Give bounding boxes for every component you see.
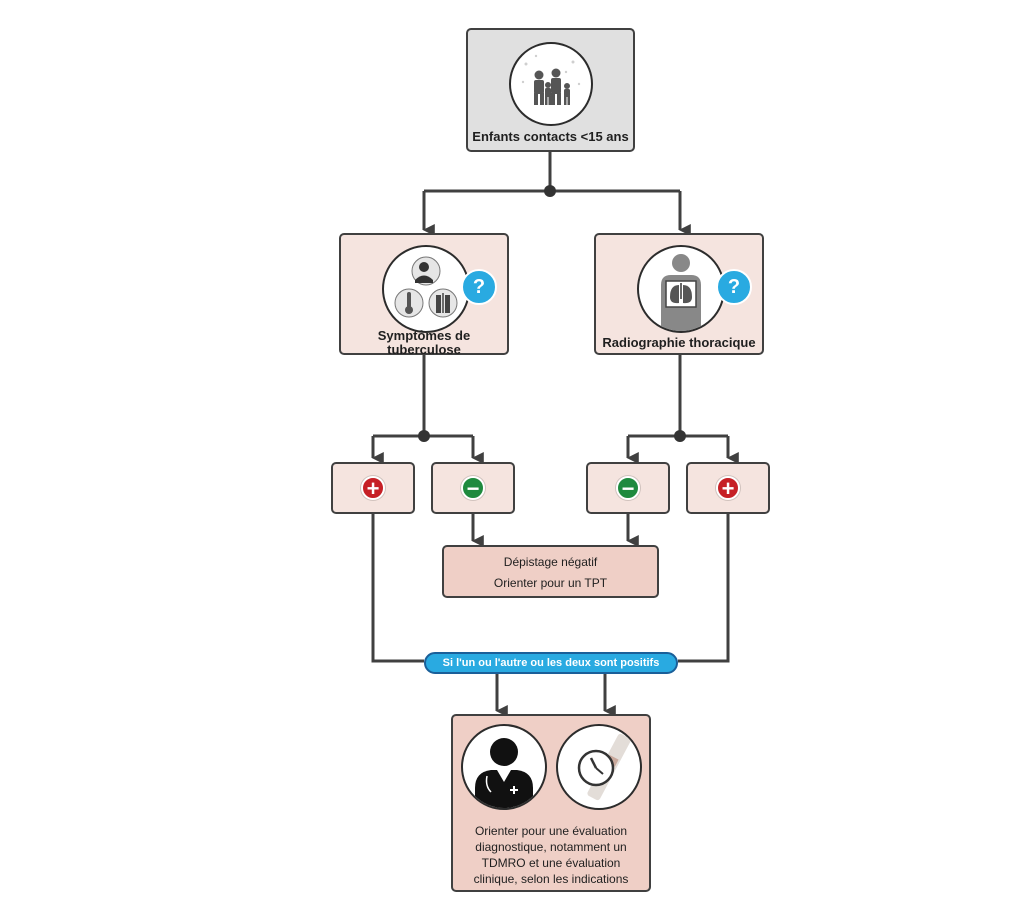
contacts-label: Enfants contacts <15 ans [472,129,629,144]
negative-result-action: Orienter pour un TPT [493,576,608,590]
family-icon [509,42,593,126]
minus-icon: − [616,476,640,500]
contacts-node: Enfants contacts <15 ans [466,28,635,152]
symptoms-node: ? Symptômes de tuberculose [339,233,509,357]
negative-result-node: Dépistage négatif Orienter pour un TPT [442,545,659,598]
chest-xray-icon [637,245,725,333]
xray-node: ? Radiographie thoracique [594,233,764,355]
question-badge-icon: ? [461,269,497,305]
xray-positive-node: + [686,462,770,514]
diagnostic-evaluation-node: Orienter pour une évaluation diagnostiqu… [451,714,651,892]
negative-result-title: Dépistage négatif [503,555,598,569]
symptoms-label: Symptômes de tuberculose [377,328,471,357]
plus-icon: + [716,476,740,500]
minus-icon: − [461,476,485,500]
symptoms-icon [382,245,470,333]
symptoms-positive-node: + [331,462,415,514]
test-timer-icon [556,724,642,810]
diagnostic-evaluation-label: Orienter pour une évaluation diagnostiqu… [473,824,629,886]
xray-label: Radiographie thoracique [602,335,756,350]
plus-icon: + [361,476,385,500]
symptoms-negative-node: − [431,462,515,514]
question-badge-icon: ? [716,269,752,305]
positive-condition-label: Si l'un ou l'autre ou les deux sont posi… [424,652,678,674]
clinician-icon [461,724,547,810]
xray-negative-node: − [586,462,670,514]
